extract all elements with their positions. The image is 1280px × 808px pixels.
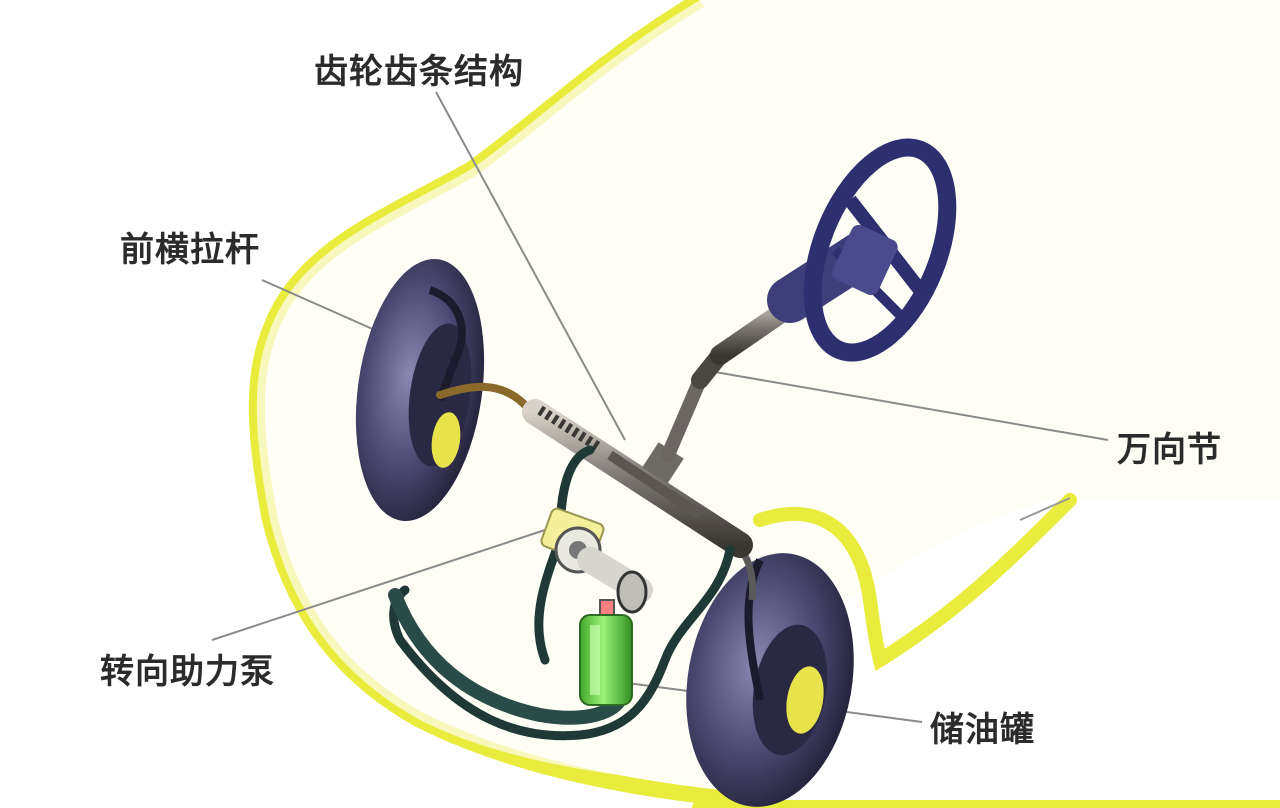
body-edge-line bbox=[1019, 497, 1071, 521]
oil-reservoir bbox=[579, 599, 633, 706]
leader-ujoint bbox=[714, 371, 1109, 441]
car-body-fill bbox=[256, 0, 1280, 790]
front-fender-outline bbox=[753, 493, 1077, 672]
right-tire bbox=[686, 553, 854, 807]
label-rack-and-pinion: 齿轮齿条结构 bbox=[314, 52, 524, 92]
label-oil-reservoir: 储油罐 bbox=[930, 710, 1035, 750]
leader-rack bbox=[435, 91, 626, 441]
power-steering-pump bbox=[540, 507, 653, 614]
leader-pump bbox=[211, 529, 546, 641]
label-front-tie-rod: 前横拉杆 bbox=[120, 230, 260, 270]
label-power-steering-pump: 转向助力泵 bbox=[100, 652, 275, 692]
label-universal-joint: 万向节 bbox=[1117, 430, 1222, 470]
steering-wheel bbox=[803, 138, 957, 362]
